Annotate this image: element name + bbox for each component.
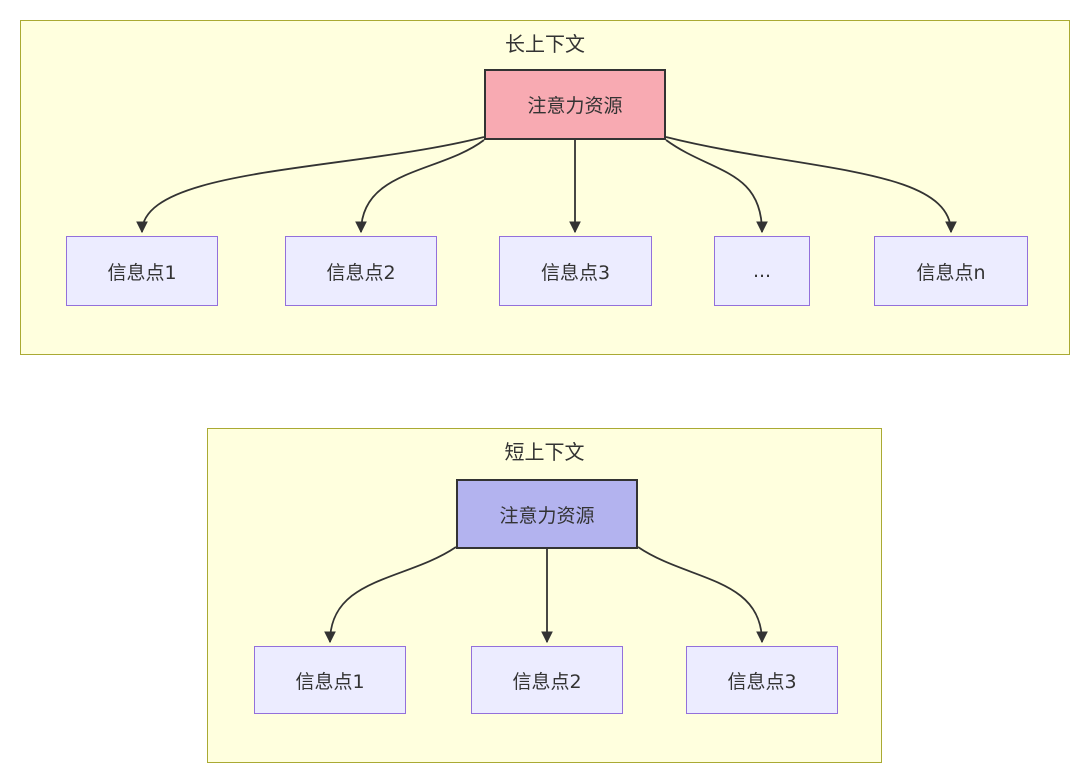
info-node-long-3: 信息点3 — [499, 236, 652, 306]
info-node-long-3-label: 信息点3 — [540, 261, 611, 284]
info-node-long-ellipsis-label: ... — [752, 260, 772, 282]
arrow-long-to-node-2 — [355, 139, 485, 234]
arrow-long-to-node-4 — [665, 139, 768, 234]
info-node-long-1-label: 信息点1 — [107, 261, 177, 284]
info-node-short-2: 信息点2 — [471, 646, 623, 714]
short-context-panel: 短上下文 注意力资源 信息点1 信息点2 信息点3 — [207, 428, 882, 763]
info-node-long-2-label: 信息点2 — [326, 261, 396, 284]
arrow-long-to-node-5 — [665, 136, 957, 234]
arrow-long-to-node-1 — [136, 136, 485, 234]
info-node-short-1-label: 信息点1 — [295, 670, 365, 693]
attention-node-short-label: 注意力资源 — [499, 504, 595, 527]
info-node-long-n-label: 信息点n — [916, 261, 986, 284]
attention-node-long-label: 注意力资源 — [527, 95, 623, 117]
info-node-long-1: 信息点1 — [66, 236, 218, 306]
arrow-short-to-node-3 — [637, 546, 768, 644]
attention-node-long: 注意力资源 — [484, 69, 666, 140]
short-context-title: 短上下文 — [504, 440, 585, 464]
long-context-panel: 长上下文 注意力资源 信息点1 信息点2 信息点3 ... — [20, 20, 1070, 355]
info-node-long-n: 信息点n — [874, 236, 1028, 306]
info-node-long-ellipsis: ... — [714, 236, 810, 306]
arrow-short-to-node-1 — [324, 546, 457, 644]
long-context-title: 长上下文 — [505, 32, 585, 56]
info-node-short-3: 信息点3 — [686, 646, 838, 714]
info-node-long-2: 信息点2 — [285, 236, 437, 306]
attention-node-short: 注意力资源 — [456, 479, 638, 549]
info-node-short-1: 信息点1 — [254, 646, 406, 714]
info-node-short-3-label: 信息点3 — [727, 670, 797, 693]
info-node-short-2-label: 信息点2 — [512, 670, 582, 693]
